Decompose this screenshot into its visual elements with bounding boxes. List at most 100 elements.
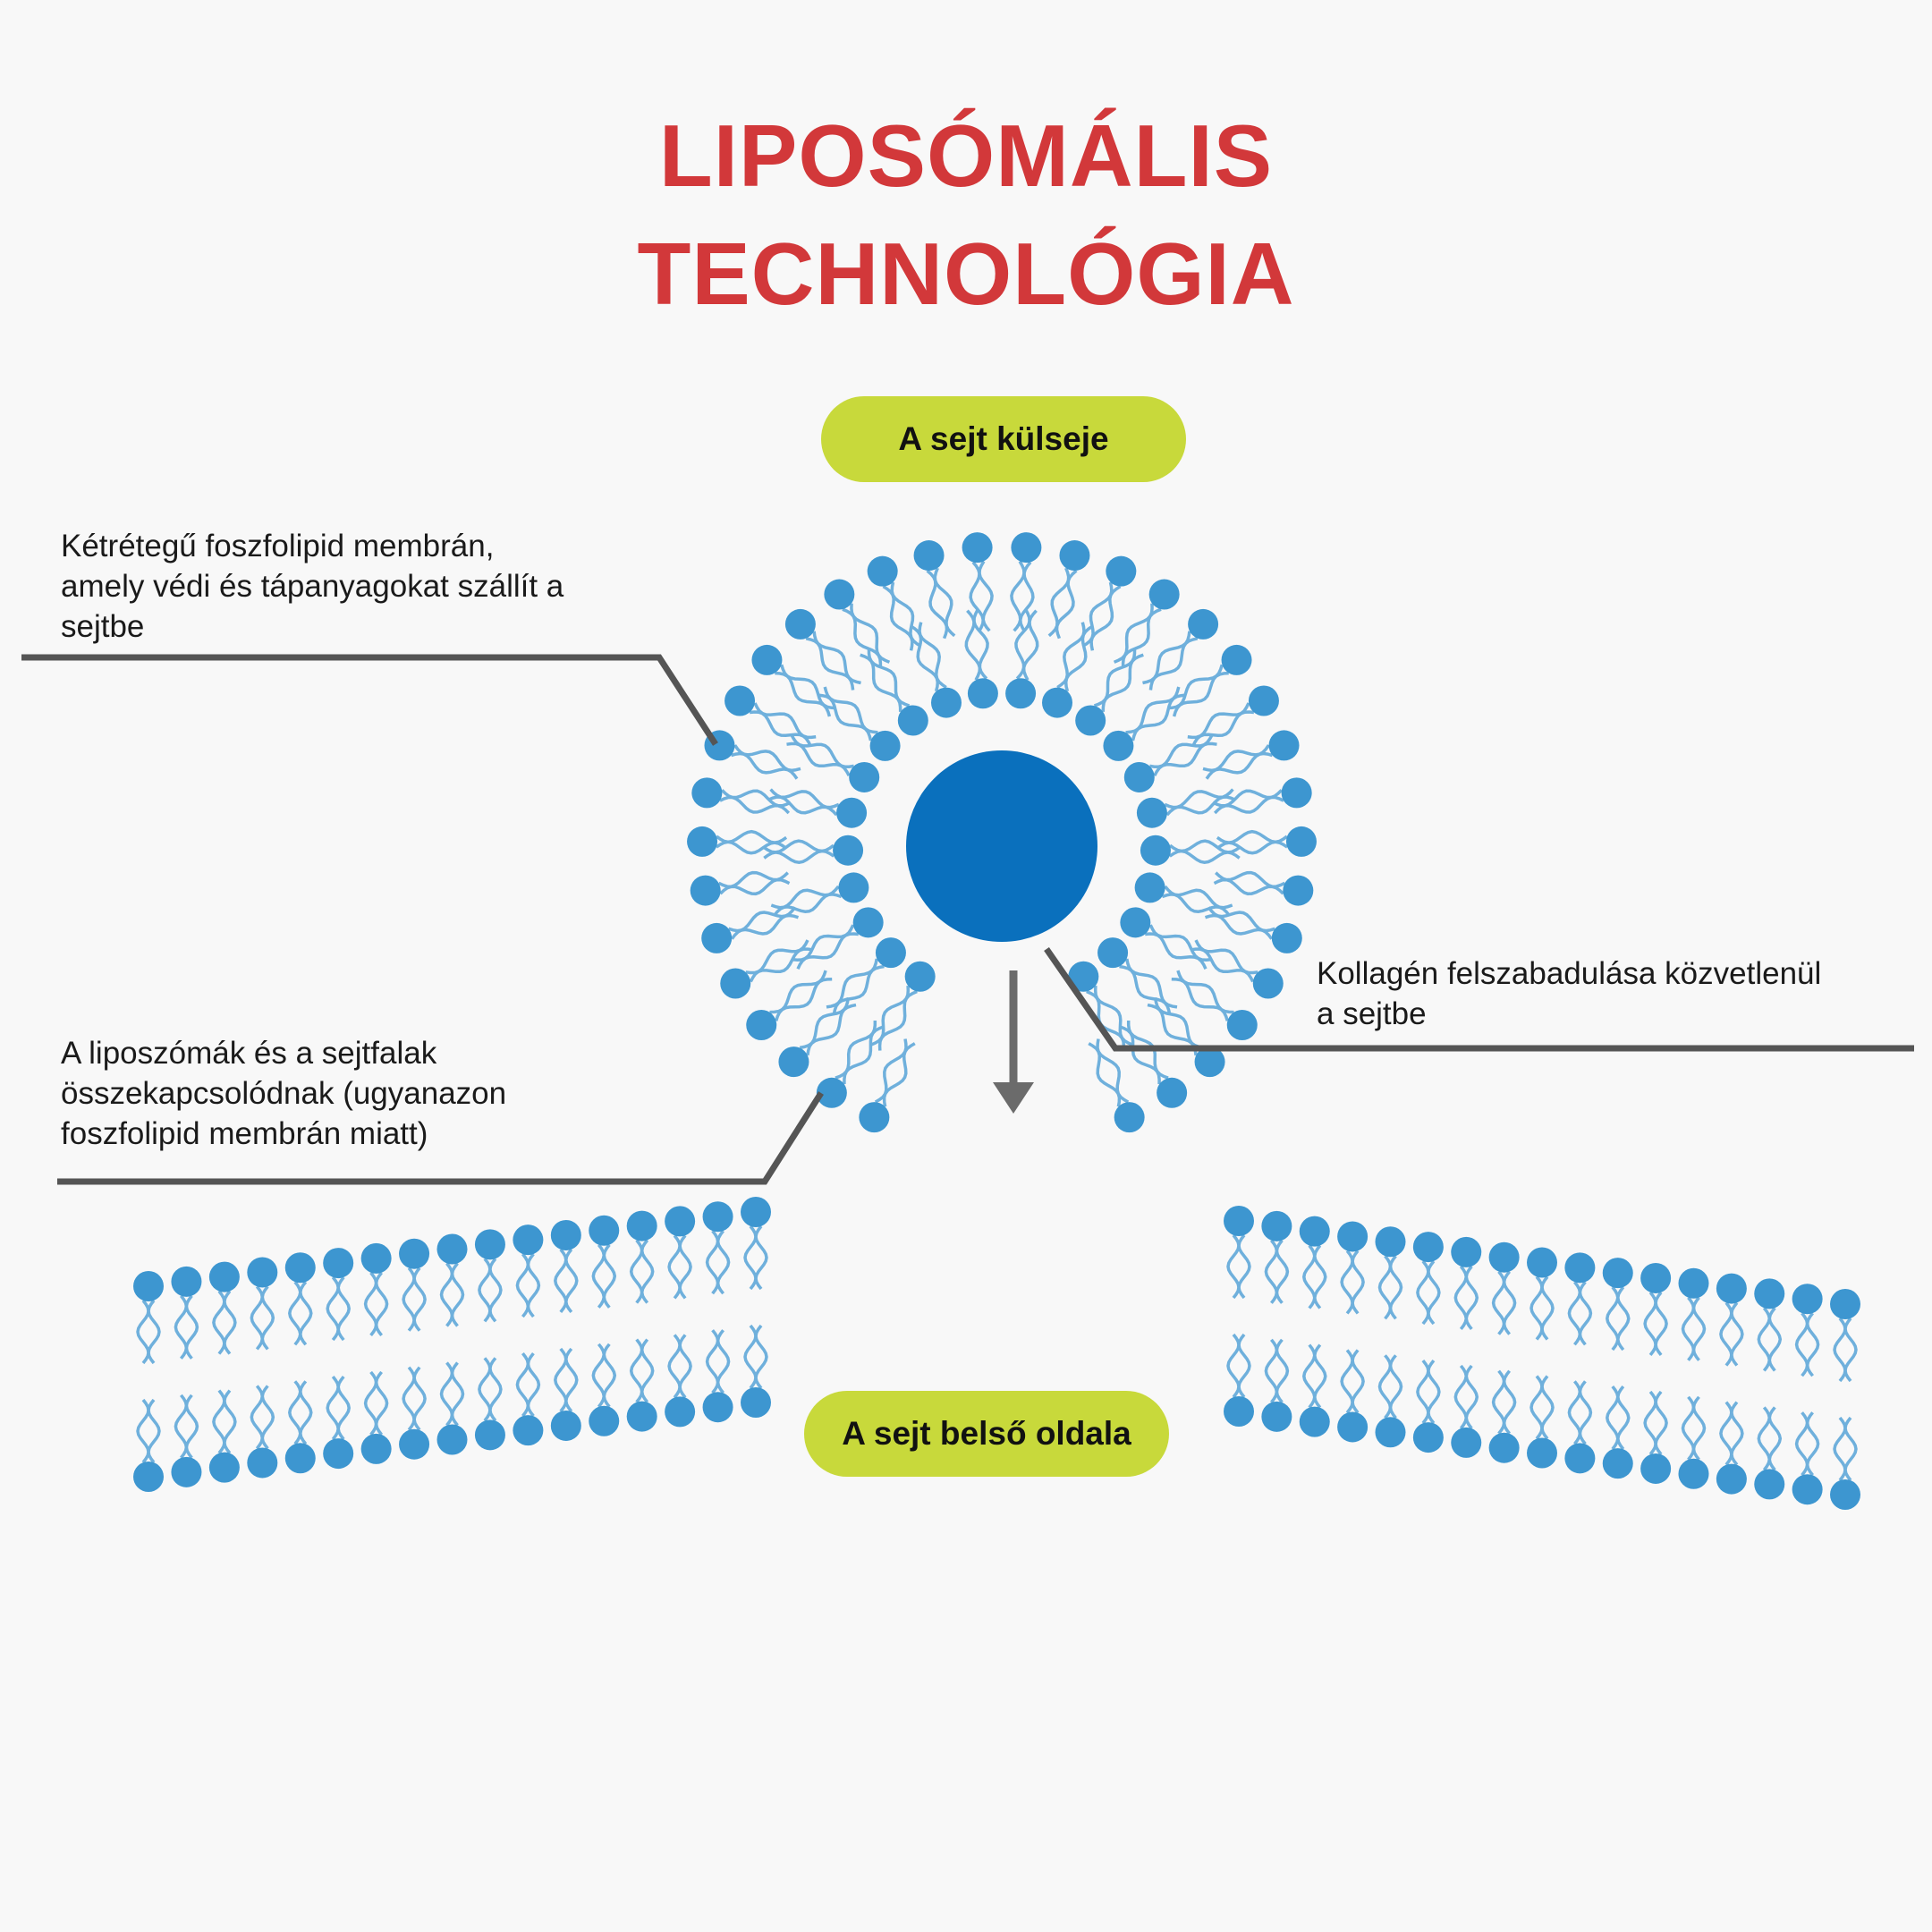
lipid-head [1268,730,1300,761]
leader-line-fusion [57,1091,824,1185]
phospholipid [826,937,906,1015]
lipid-tail [1616,1385,1631,1451]
phospholipid [792,907,884,970]
phospholipid [1123,733,1217,792]
phospholipid [1097,937,1178,1015]
phospholipid [1204,906,1302,953]
lipid-tail [792,924,855,962]
lipid-head [1830,1479,1860,1510]
lipid-tail [478,1357,492,1422]
lipid-tail [1730,1301,1744,1367]
lipid-tail [629,1338,644,1403]
lipid-head [171,1456,202,1487]
lipid-tail [715,840,787,855]
phospholipid [1142,608,1219,691]
lipid-tail [1167,664,1224,710]
phospholipid [818,686,901,761]
lipid-tail [363,1370,378,1436]
lipid-tail [299,1380,313,1445]
phospholipid [1042,622,1094,718]
lipid-tail [174,1394,189,1459]
lipid-tail [728,906,797,933]
lipid-head [1299,1216,1330,1247]
lipid-head [1075,705,1106,736]
phospholipid [1167,644,1252,717]
phospholipid [1068,961,1134,1051]
lipid-head [360,1433,392,1464]
lipid-tail [869,986,911,1046]
phospholipid [1375,1226,1406,1320]
phospholipid [720,939,813,999]
lipid-tail [1093,986,1134,1046]
lipid-head [1221,644,1252,675]
lipid-tail [450,1361,465,1427]
lipid-tail [1215,870,1286,889]
phospholipid [1191,939,1284,999]
phospholipid [1081,555,1137,651]
lipid-tail [918,622,947,689]
phospholipid [133,1271,164,1365]
phospholipid [1451,1236,1482,1330]
lipid-tail [754,1324,768,1390]
phospholipid [913,540,956,640]
phospholipid [513,1224,544,1318]
lipid-tail [1191,710,1255,748]
lipid-tail [926,569,949,640]
phospholipid [589,1215,620,1309]
phospholipid [784,608,861,691]
lipid-head [930,687,962,718]
lipid-tail [1606,1286,1620,1352]
lipid-tail [775,977,833,1021]
phospholipid [1299,1343,1330,1437]
lipid-tail [147,1398,161,1464]
lipid-head [1103,730,1134,761]
phospholipid [1451,1364,1482,1458]
lipid-tail [412,1267,427,1332]
lipid-tail [1205,751,1273,780]
lipid-head [1281,777,1312,809]
lipid-head [1283,875,1314,906]
lipid-head [1754,1278,1785,1309]
lipid-tail [1340,1349,1354,1414]
lipid-tail [1843,1416,1858,1482]
lipid-tail [136,1299,150,1365]
lipid-head [1640,1262,1672,1293]
lipid-tail [1148,924,1212,962]
phospholipid [474,1229,505,1323]
lipid-tail [796,932,859,970]
lipid-tail [1377,1354,1393,1419]
lipid-tail [602,1243,617,1309]
lipid-tail [1047,567,1071,638]
lipid-head [665,1206,696,1237]
lipid-tail [1264,1239,1279,1304]
lipid-tail [184,1294,199,1360]
lipid-tail [1204,913,1274,940]
lipid-tail [1833,1317,1847,1383]
lipid-tail [1145,932,1208,970]
lipid-head [1716,1273,1747,1304]
phospholipid [284,1252,316,1346]
phospholipid [436,1233,468,1327]
phospholipid [1678,1267,1709,1361]
phospholipid [702,1329,733,1423]
lipid-tail [591,1343,606,1408]
lipid-tail [1388,1255,1403,1320]
lipid-head [360,1242,392,1274]
lipid-head [701,922,733,953]
lipid-head [513,1224,544,1256]
lipid-head [1564,1252,1596,1284]
lipid-head [691,777,723,809]
phospholipid [513,1352,544,1446]
lipid-tail [1730,1401,1744,1466]
phospholipid [1202,730,1300,780]
phospholipid [323,1248,354,1342]
phospholipid [1678,1395,1709,1489]
lipid-head [133,1271,164,1301]
lipid-head [1488,1241,1520,1273]
lipid-tail [439,1262,454,1327]
phospholipid [770,872,869,917]
lipid-head [690,875,721,906]
lipid-tail [731,751,799,780]
lipid-tail [790,733,854,768]
phospholipid [550,1347,581,1441]
